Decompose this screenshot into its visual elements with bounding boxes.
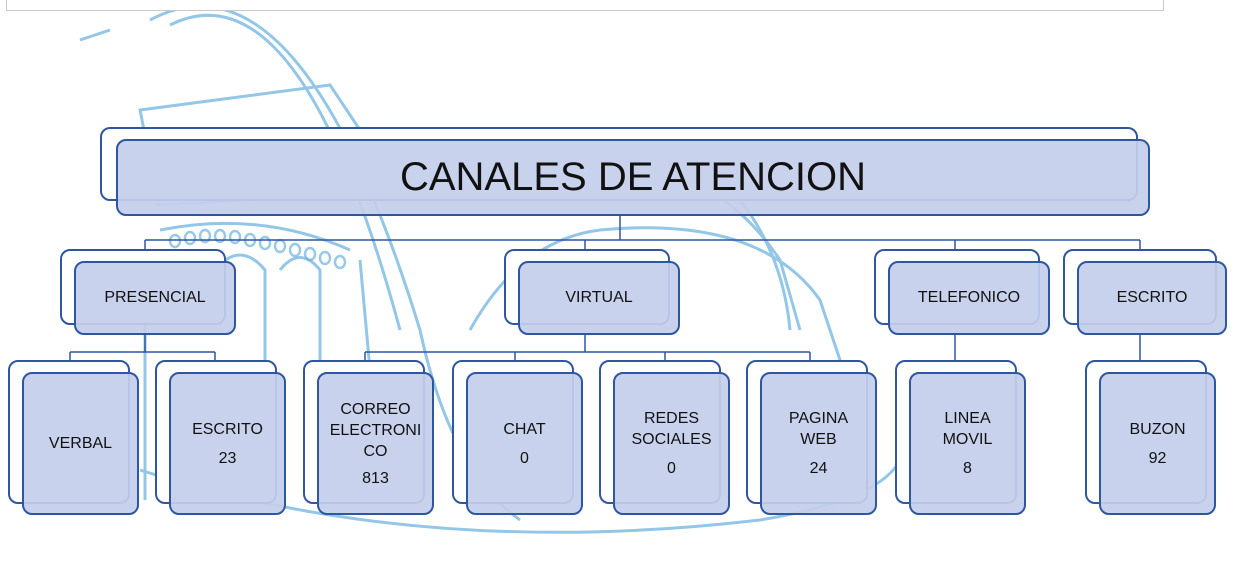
leaf-node-box: VERBAL bbox=[22, 372, 139, 515]
category-label: TELEFONICO bbox=[917, 289, 1021, 306]
leaf-node-box: PAGINA WEB 24 bbox=[760, 372, 877, 515]
leaf-label-line: ELECTRONI bbox=[329, 421, 422, 439]
leaf-node-box: LINEA MOVIL 8 bbox=[909, 372, 1026, 515]
leaf-count: 92 bbox=[1148, 449, 1167, 467]
leaf-label-line: LINEA bbox=[944, 410, 991, 427]
top-frame bbox=[6, 0, 1164, 11]
leaf-label-line: MOVIL bbox=[942, 431, 993, 448]
leaf-count: 24 bbox=[809, 460, 828, 477]
leaf-label: CHAT bbox=[503, 420, 546, 438]
leaf-label-line: CO bbox=[363, 442, 388, 460]
leaf-count: 8 bbox=[963, 460, 972, 477]
leaf-node-box: CORREO ELECTRONI CO 813 bbox=[317, 372, 434, 515]
leaf-label-line: REDES bbox=[643, 410, 700, 427]
category-label: PRESENCIAL bbox=[104, 289, 206, 306]
leaf-label: ESCRITO bbox=[192, 420, 263, 438]
leaf-label-line: CORREO bbox=[340, 400, 411, 418]
category-node-box: ESCRITO bbox=[1077, 261, 1227, 335]
leaf-node-box: REDES SOCIALES 0 bbox=[613, 372, 730, 515]
leaf-label-line: WEB bbox=[800, 431, 837, 448]
category-label: VIRTUAL bbox=[565, 289, 633, 306]
leaf-count: 0 bbox=[667, 460, 676, 477]
leaf-node-box: CHAT 0 bbox=[466, 372, 583, 515]
leaf-node-box: ESCRITO 23 bbox=[169, 372, 286, 515]
category-node-box: TELEFONICO bbox=[888, 261, 1050, 335]
leaf-count: 813 bbox=[362, 469, 389, 487]
root-node-box: CANALES DE ATENCION bbox=[116, 139, 1150, 216]
diagram-title: CANALES DE ATENCION bbox=[399, 155, 867, 199]
leaf-count: 0 bbox=[520, 449, 529, 467]
category-node-box: PRESENCIAL bbox=[74, 261, 236, 335]
leaf-label-line: PAGINA bbox=[788, 410, 849, 427]
category-label: ESCRITO bbox=[1116, 289, 1188, 306]
category-node-box: VIRTUAL bbox=[518, 261, 680, 335]
leaf-count: 23 bbox=[218, 449, 237, 467]
leaf-node-box: BUZON 92 bbox=[1099, 372, 1216, 515]
leaf-label-line: SOCIALES bbox=[631, 431, 712, 448]
leaf-label: BUZON bbox=[1129, 420, 1186, 438]
leaf-label: VERBAL bbox=[48, 435, 113, 452]
